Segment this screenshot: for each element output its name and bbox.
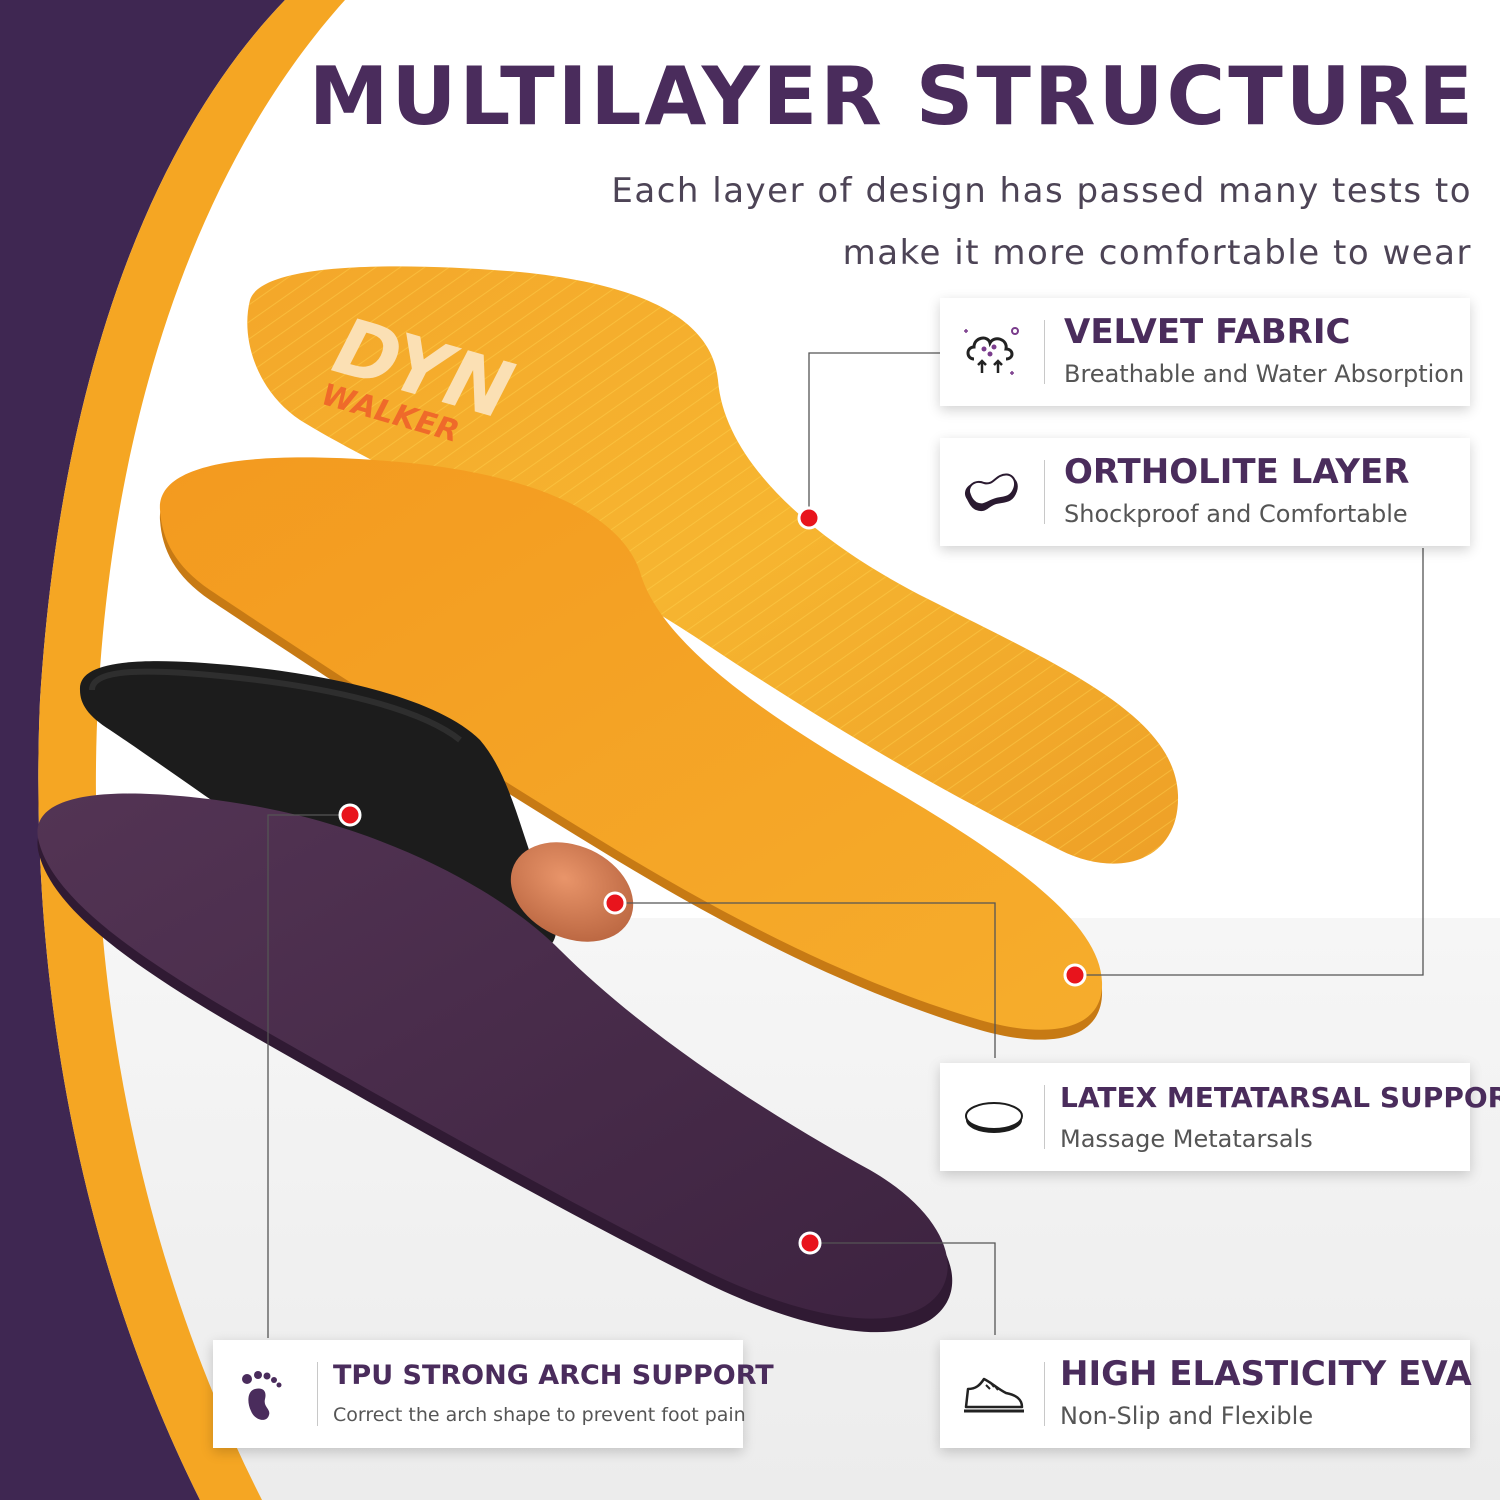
card-divider xyxy=(1044,460,1045,524)
feature-title: LATEX METATARSAL SUPPORT xyxy=(1060,1081,1500,1114)
metatarsal-pad-icon xyxy=(965,1102,1023,1133)
feature-subtitle: Correct the arch shape to prevent foot p… xyxy=(333,1404,746,1426)
orange-swoosh xyxy=(38,0,345,1500)
feature-title: VELVET FABRIC xyxy=(1064,312,1351,352)
card-divider xyxy=(317,1362,318,1426)
feature-title: TPU STRONG ARCH SUPPORT xyxy=(333,1360,774,1391)
breathable-fabric-icon xyxy=(964,327,1019,375)
page-title: MULTILAYER STRUCTURE xyxy=(308,50,1476,143)
feature-card-latex: LATEX METATARSAL SUPPORT Massage Metatar… xyxy=(940,1063,1500,1171)
feature-subtitle: Breathable and Water Absorption xyxy=(1064,360,1465,388)
subtitle-line-1: Each layer of design has passed many tes… xyxy=(611,171,1472,211)
ortholite-layer xyxy=(159,457,1103,1040)
card-divider xyxy=(1044,1362,1045,1426)
subtitle-line-2: make it more comfortable to wear xyxy=(842,233,1472,273)
sneaker-icon xyxy=(964,1377,1024,1413)
feature-title: ORTHOLITE LAYER xyxy=(1064,452,1410,492)
feature-title: HIGH ELASTICITY EVA xyxy=(1060,1354,1472,1394)
feature-subtitle: Massage Metatarsals xyxy=(1060,1125,1313,1153)
feature-subtitle: Shockproof and Comfortable xyxy=(1064,500,1408,528)
velvet-fabric-layer xyxy=(247,266,1179,864)
card-divider xyxy=(1044,320,1045,384)
metatarsal-pad xyxy=(510,842,634,942)
feature-card-ortholite: ORTHOLITE LAYER Shockproof and Comfortab… xyxy=(940,438,1470,546)
card-divider xyxy=(1044,1085,1045,1149)
eva-base-layer xyxy=(37,793,953,1333)
feature-card-velvet: VELVET FABRIC Breathable and Water Absor… xyxy=(940,298,1470,406)
feature-card-eva: HIGH ELASTICITY EVA Non-Slip and Flexibl… xyxy=(940,1340,1472,1448)
feature-subtitle: Non-Slip and Flexible xyxy=(1060,1402,1314,1430)
feature-card-tpu: TPU STRONG ARCH SUPPORT Correct the arch… xyxy=(213,1340,774,1448)
cushion-icon xyxy=(964,473,1018,512)
callout-lines xyxy=(267,352,1424,1338)
red-markers xyxy=(338,506,1087,1255)
footprint-icon xyxy=(242,1371,282,1420)
purple-swoosh xyxy=(0,0,285,1500)
page-subtitle: Each layer of design has passed many tes… xyxy=(572,160,1472,284)
